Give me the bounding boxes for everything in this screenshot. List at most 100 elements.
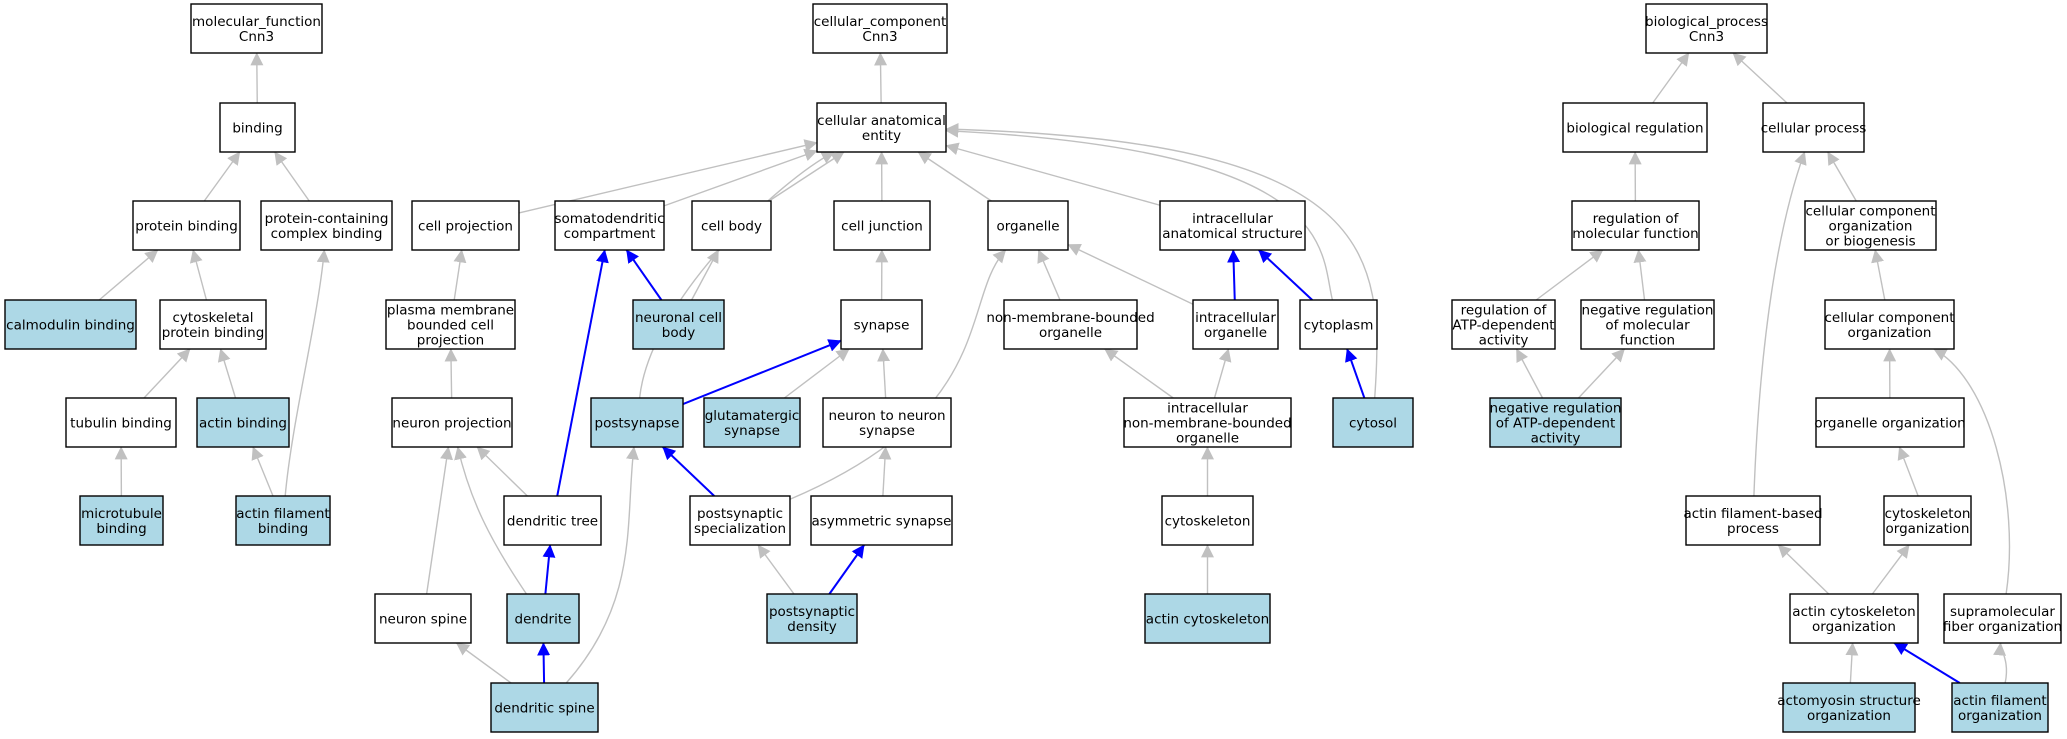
node-bio-reg[interactable]: biological regulation bbox=[1562, 102, 1708, 153]
node-label-line: organelle bbox=[1039, 325, 1102, 341]
edge-actin-filament-binding-to-protein-containing bbox=[284, 249, 330, 497]
node-box bbox=[1003, 299, 1138, 350]
node-label-line: Cnn3 bbox=[239, 29, 274, 45]
node-binding[interactable]: binding bbox=[219, 102, 296, 153]
node-label-line: biological regulation bbox=[1566, 121, 1703, 137]
node-label-line: intracellular bbox=[1192, 211, 1273, 227]
node-label-line: regulation of bbox=[1461, 303, 1548, 319]
node-synapse[interactable]: synapse bbox=[840, 299, 923, 350]
node-label-line: actin filament bbox=[236, 506, 329, 522]
node-box bbox=[374, 593, 472, 644]
node-box bbox=[840, 299, 923, 350]
node-neuron-spine[interactable]: neuron spine bbox=[374, 593, 472, 644]
node-label-line: cellular process bbox=[1761, 121, 1867, 137]
node-cell-body[interactable]: cell body bbox=[691, 200, 772, 251]
node-cell-projection[interactable]: cell projection bbox=[411, 200, 520, 251]
node-box bbox=[1299, 299, 1378, 350]
node-cytoskeleton[interactable]: cytoskeleton bbox=[1161, 495, 1254, 546]
node-box bbox=[1951, 682, 2049, 733]
node-box bbox=[689, 495, 791, 546]
node-label-line: actomyosin structure bbox=[1777, 693, 1921, 709]
node-label-line: Cnn3 bbox=[1689, 29, 1724, 45]
node-label-line: organelle bbox=[1176, 431, 1239, 447]
node-label-line: process bbox=[1727, 521, 1779, 537]
node-box bbox=[411, 200, 520, 251]
node-calmodulin[interactable]: calmodulin binding bbox=[4, 299, 137, 350]
node-cellular-process[interactable]: cellular process bbox=[1761, 102, 1867, 153]
node-dendritic-tree[interactable]: dendritic tree bbox=[503, 495, 602, 546]
node-label-line: postsynapse bbox=[595, 416, 680, 432]
node-actin-binding[interactable]: actin binding bbox=[196, 397, 290, 448]
node-actin-cytoskeleton[interactable]: actin cytoskeleton bbox=[1144, 593, 1271, 644]
node-asymmetric-synapse[interactable]: asymmetric synapse bbox=[810, 495, 953, 546]
node-label-line: microtubule bbox=[81, 506, 162, 522]
edge-neuronal-cell-body-to-somatodendritic bbox=[625, 249, 663, 301]
node-box bbox=[691, 200, 772, 251]
node-neuron-projection[interactable]: neuron projection bbox=[391, 397, 513, 448]
node-label-line: molecular function bbox=[1572, 226, 1698, 242]
node-label-line: anatomical structure bbox=[1162, 226, 1303, 242]
node-label-line: body bbox=[662, 325, 695, 341]
node-cell-junction[interactable]: cell junction bbox=[833, 200, 931, 251]
node-organelle[interactable]: organelle bbox=[987, 200, 1069, 251]
edge-dendrite-to-dendritic-tree bbox=[542, 544, 556, 595]
node-inmbo[interactable]: intracellularnon-membrane-boundedorganel… bbox=[1123, 397, 1292, 448]
node-dendrite[interactable]: dendrite bbox=[506, 593, 580, 644]
node-cytoplasm[interactable]: cytoplasm bbox=[1299, 299, 1378, 350]
node-protein-binding[interactable]: protein binding bbox=[132, 200, 241, 251]
node-cytosol[interactable]: cytosol bbox=[1332, 397, 1414, 448]
node-box bbox=[816, 102, 947, 153]
node-box bbox=[987, 200, 1069, 251]
node-label-line: postsynaptic bbox=[769, 604, 855, 620]
node-label-line: cytosol bbox=[1349, 416, 1397, 432]
edge-postsynapse-to-cae bbox=[638, 151, 835, 399]
edge-inmbo-to-intracellular-organelle bbox=[1213, 348, 1232, 399]
edge-neg-reg-atp-to-reg-atp bbox=[1515, 348, 1544, 399]
node-postsynapse[interactable]: postsynapse bbox=[590, 397, 684, 448]
node-label-line: tubulin binding bbox=[70, 416, 172, 432]
node-box bbox=[590, 397, 684, 448]
node-tubulin[interactable]: tubulin binding bbox=[65, 397, 177, 448]
node-label-line: dendritic spine bbox=[494, 701, 594, 717]
node-label-line: entity bbox=[862, 128, 901, 144]
node-label-line: organization bbox=[1812, 619, 1896, 635]
edge-aco-to-afbp bbox=[1777, 544, 1830, 595]
node-label-line: density bbox=[787, 619, 837, 635]
edge-postsynaptic-density-to-asymmetric-synapse bbox=[828, 544, 865, 595]
node-label-line: function bbox=[1620, 333, 1675, 349]
edge-organelle-to-cae bbox=[917, 151, 992, 202]
node-dendritic-spine[interactable]: dendritic spine bbox=[490, 682, 599, 733]
node-organelle-org[interactable]: organelle organization bbox=[1814, 397, 1966, 448]
node-label-line: negative regulation bbox=[1582, 303, 1714, 319]
